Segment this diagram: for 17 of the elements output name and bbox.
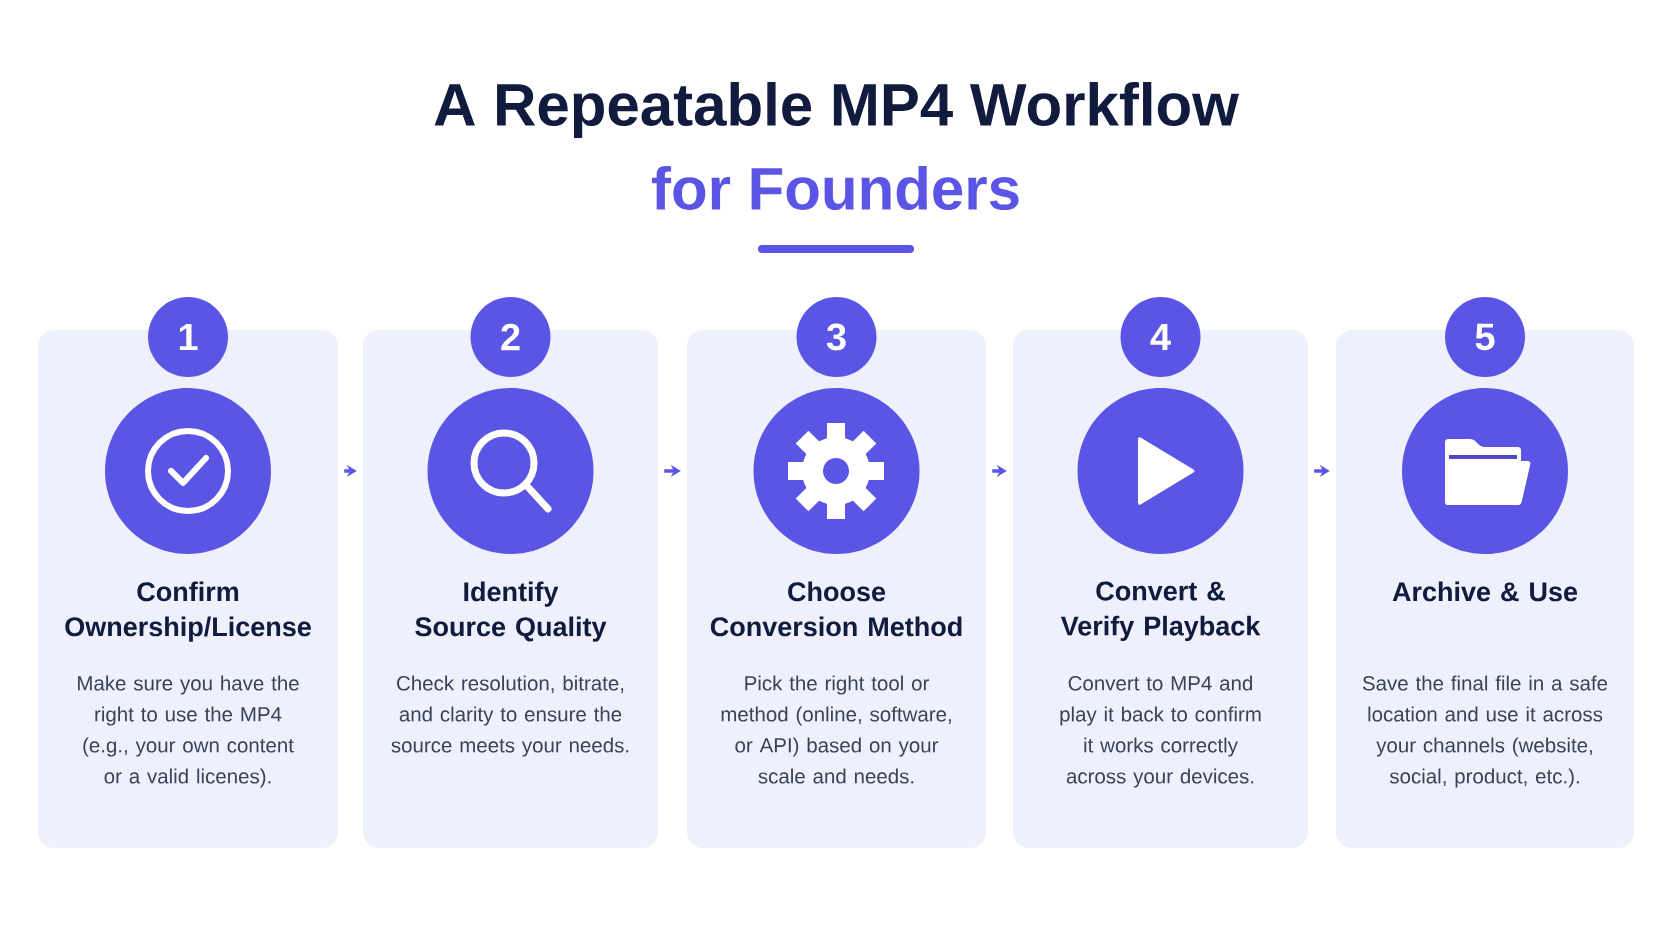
step-heading: Convert & Verify Playback	[1060, 581, 1261, 641]
step-number: 3	[796, 297, 877, 377]
step-description: Make sure you have the right to use the MP4 (e.g., your own content or a valid licenes).	[78, 675, 299, 788]
step-description: Pick the right tool or method (online, software, or API) based on your scale and needs.	[721, 675, 951, 784]
step-heading: Archive & Use	[1392, 581, 1578, 602]
step-description: Check resolution, bitrate, and clarity to ensure the source meets your needs.	[391, 675, 629, 757]
step-number: 4	[1120, 297, 1201, 377]
step-description: Convert to MP4 and play it back to confirm it works correctly across your devices.	[1060, 675, 1261, 788]
step-description: Save the final file in a safe location and use it across your channels (website, social, product, etc.).	[1362, 675, 1608, 788]
subtitle: for Founders	[652, 165, 1019, 210]
step-number: 2	[470, 297, 551, 377]
step-number: 5	[1445, 297, 1525, 377]
title: A Repeatable MP4 Workflow	[434, 82, 1239, 138]
step-heading: Identify Source Quality	[415, 581, 607, 642]
step-number: 1	[148, 297, 228, 377]
step-heading: Confirm Ownership/License	[65, 581, 311, 642]
step-heading: Choose Conversion Method	[710, 581, 962, 637]
